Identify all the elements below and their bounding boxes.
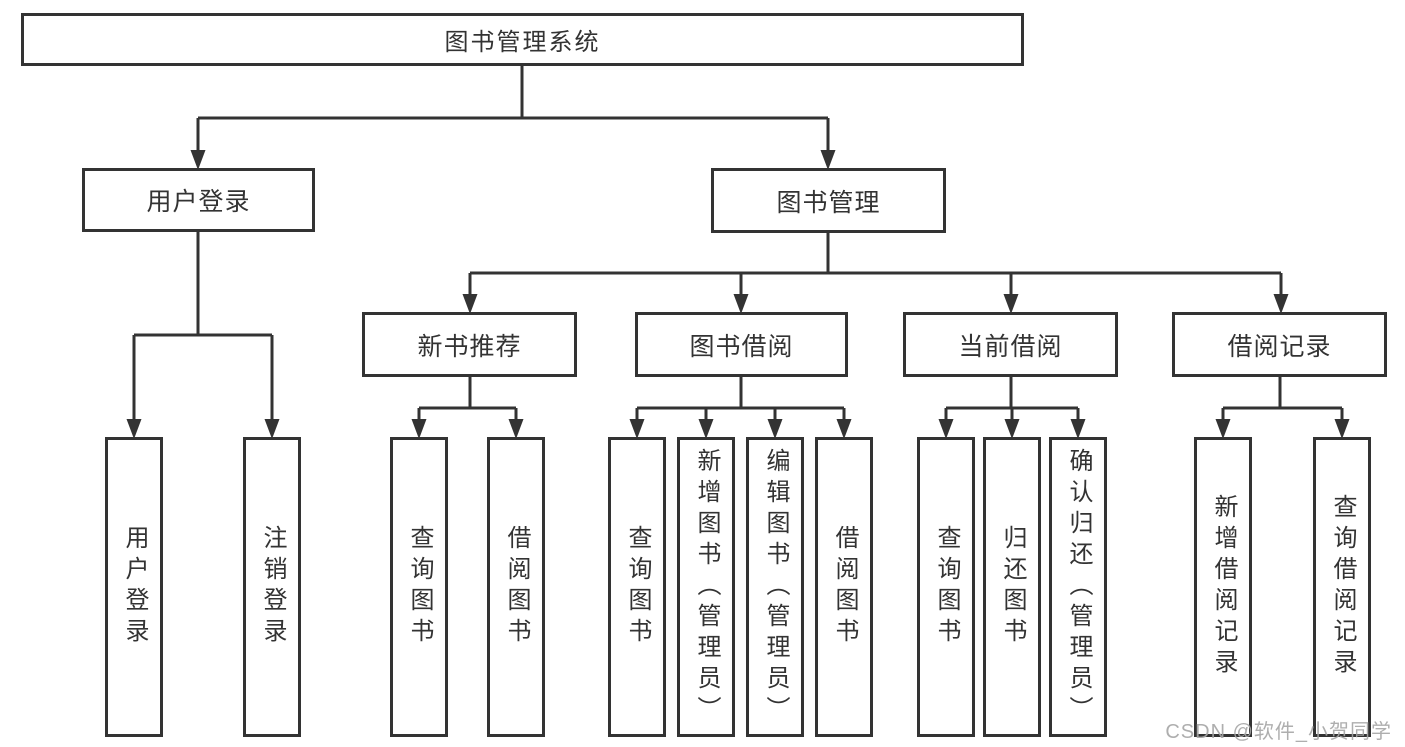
node-new-book-recommend: 新书推荐	[362, 312, 577, 377]
node-label: 新增图书（管理员）	[693, 447, 720, 727]
node-label: 用户登录	[121, 525, 148, 649]
node-label: 确认归还（管理员）	[1065, 447, 1092, 727]
edge-book-management-to-level3	[462, 233, 1289, 314]
leaf-logout: 注销登录	[243, 437, 301, 737]
leaf-user-login: 用户登录	[105, 437, 163, 737]
node-book-management: 图书管理	[711, 168, 946, 233]
node-label: 用户登录	[146, 188, 251, 216]
leaf-borrow-books: 借阅图书	[815, 437, 873, 737]
leaf-recommend-query-books: 查询图书	[390, 437, 448, 737]
node-label: 查询图书	[624, 525, 651, 649]
leaf-confirm-return-admin: 确认归还（管理员）	[1049, 437, 1107, 737]
leaf-current-query-books: 查询图书	[917, 437, 975, 737]
node-label: 图书借阅	[689, 332, 794, 361]
edge-user-login-to-leaves	[126, 232, 280, 439]
node-label: 借阅记录	[1227, 332, 1332, 361]
node-label: 当前借阅	[958, 332, 1063, 361]
node-label: 新增借阅记录	[1210, 494, 1237, 680]
leaf-borrow-query-books: 查询图书	[608, 437, 666, 737]
node-label: 注销登录	[259, 525, 286, 649]
node-label: 借阅图书	[831, 525, 858, 649]
node-label: 归还图书	[999, 525, 1026, 649]
csdn-watermark: CSDN @软件_小贺同学	[1165, 721, 1392, 743]
node-user-login: 用户登录	[82, 168, 315, 232]
leaf-add-borrow-record: 新增借阅记录	[1194, 437, 1252, 737]
leaf-edit-books-admin: 编辑图书（管理员）	[746, 437, 804, 737]
node-current-borrow: 当前借阅	[903, 312, 1118, 377]
edge-new-book-recommend-to-leaves	[411, 377, 524, 439]
leaf-recommend-borrow-books: 借阅图书	[487, 437, 545, 737]
node-label: 编辑图书（管理员）	[762, 447, 789, 727]
node-label: 图书管理系统	[444, 29, 601, 56]
node-borrow-records: 借阅记录	[1172, 312, 1387, 377]
edge-root-to-level2	[190, 66, 836, 170]
node-label: 借阅图书	[503, 525, 530, 649]
edge-current-borrow-to-leaves	[938, 377, 1086, 439]
node-book-borrow: 图书借阅	[635, 312, 848, 377]
leaf-add-books-admin: 新增图书（管理员）	[677, 437, 735, 737]
leaf-return-books: 归还图书	[983, 437, 1041, 737]
node-library-management-system: 图书管理系统	[21, 13, 1024, 66]
node-label: 查询图书	[933, 525, 960, 649]
leaf-query-borrow-record: 查询借阅记录	[1313, 437, 1371, 737]
edge-book-borrow-to-leaves	[629, 377, 852, 439]
node-label: 图书管理	[776, 188, 881, 217]
node-label: 查询图书	[406, 525, 433, 649]
node-label: 查询借阅记录	[1329, 494, 1356, 680]
node-label: 新书推荐	[417, 332, 522, 361]
edge-borrow-records-to-leaves	[1215, 377, 1350, 439]
